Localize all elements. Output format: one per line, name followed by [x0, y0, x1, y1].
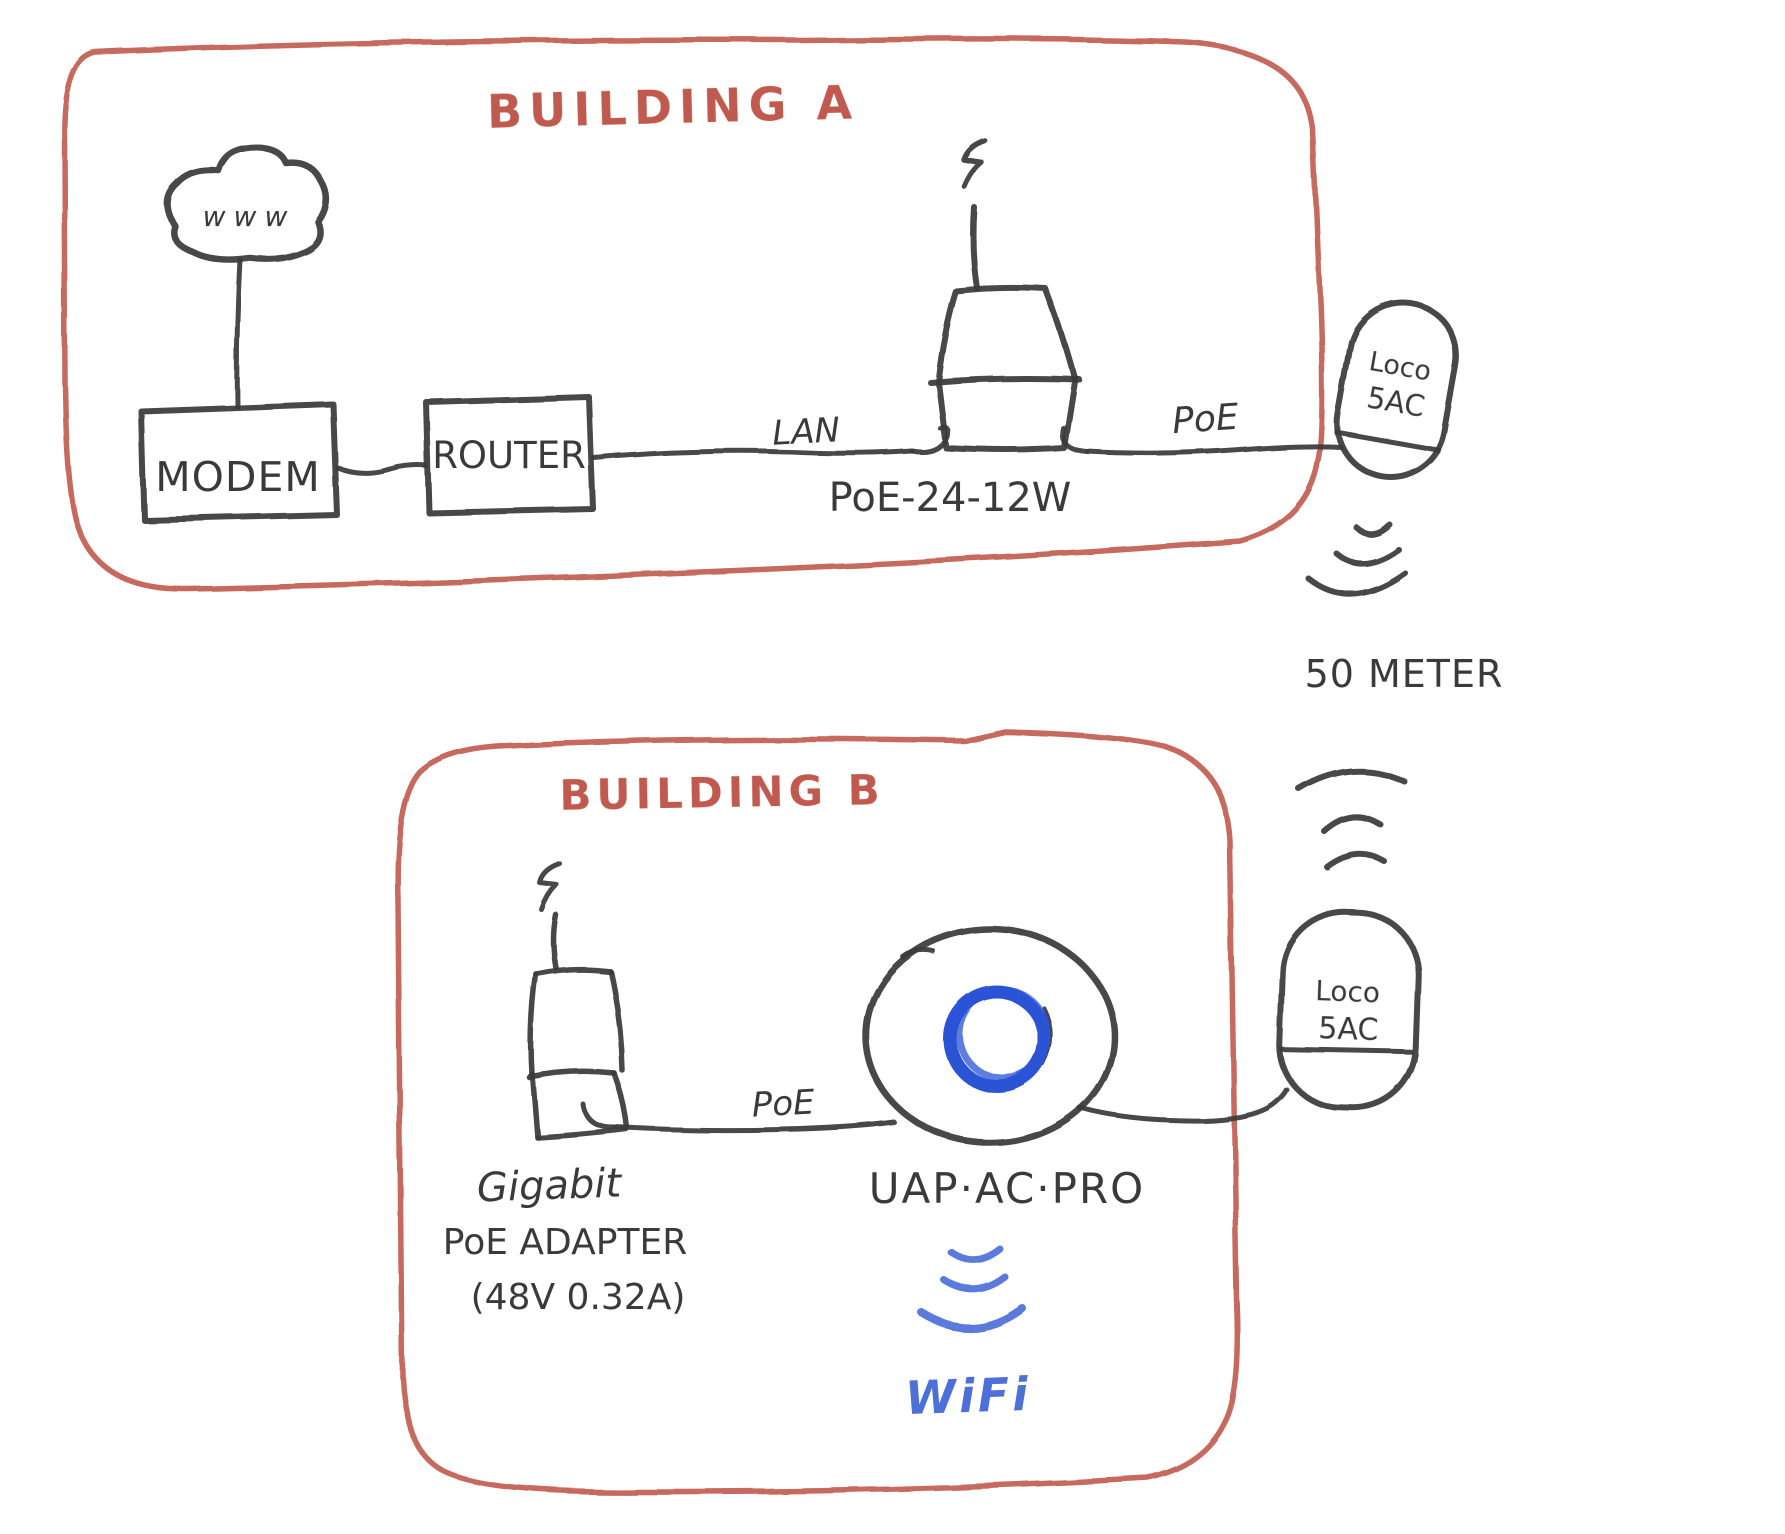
adapter-right [607, 968, 625, 1073]
adapter-seam [526, 1068, 617, 1080]
station-a-body [1334, 299, 1460, 481]
uap-ac-pro-icon [862, 925, 1118, 1147]
wifi-arc [940, 1273, 1009, 1293]
distance-label: 50 METER [1305, 652, 1504, 696]
station-b-label-line2: 5AC [1318, 1011, 1379, 1048]
poe-adapter-label-line1: Gigabit [476, 1160, 623, 1211]
station-a-labels: Loco 5AC [1364, 346, 1433, 424]
adapter-bottom [534, 1126, 629, 1140]
wireless-signal-b-icon [1296, 767, 1407, 870]
loco-5ac-station-b [1276, 908, 1422, 1112]
poe-adapter-label-line3: (48V 0.32A) [471, 1277, 686, 1318]
modem-label: MODEM [155, 453, 321, 501]
station-b-divider [1279, 1047, 1415, 1055]
router-box [423, 394, 596, 516]
adapter-top [533, 966, 613, 977]
power-bolt-icon [537, 861, 563, 913]
wifi-label: WiFi [904, 1367, 1032, 1425]
gigabit-poe-adapter-icon [526, 861, 630, 1140]
station-b-labels: Loco 5AC [1315, 974, 1381, 1048]
wifi-signal-icon [917, 1245, 1026, 1332]
wire-uap-to-station-b [1077, 1087, 1290, 1124]
wire-cloud-to-modem [234, 257, 243, 409]
building-a-label: BUILDING A [486, 75, 859, 139]
adapter-right-lower [611, 1070, 630, 1131]
injector-body [935, 284, 1078, 453]
injector-seam [927, 375, 1082, 385]
access-point-label: UAP·AC·PRO [869, 1164, 1145, 1213]
internet-cloud-label: www [203, 200, 296, 233]
signal-arc [1306, 570, 1408, 598]
wire-poe-b [612, 1119, 897, 1133]
wire-poe-a-hook [1059, 425, 1091, 455]
router-label: ROUTER [432, 434, 586, 477]
wire-poe-a [1085, 443, 1344, 457]
station-b-body [1276, 908, 1422, 1112]
wire-modem-to-router [335, 463, 429, 476]
uap-pen-mark [900, 947, 936, 960]
signal-arc [1321, 813, 1384, 834]
poe-link-a-label: PoE [1171, 397, 1240, 443]
poe-adapter-label-line2: PoE ADAPTER [443, 1222, 687, 1263]
signal-arc [1296, 767, 1407, 792]
signal-arc [1333, 546, 1401, 567]
uap-body [862, 925, 1118, 1147]
adapter-left [528, 971, 539, 1077]
wire-lan [591, 448, 915, 461]
building-b-outline [394, 729, 1241, 1495]
injector-power-lead [970, 204, 980, 291]
uap-led-ring-second-pass [955, 986, 1051, 1082]
wireless-signal-a-icon [1306, 521, 1408, 598]
poe-injector-icon [927, 138, 1082, 453]
building-b-label: BUILDING B [559, 765, 885, 820]
power-bolt-icon [961, 138, 988, 190]
poe-link-b-label: PoE [751, 1082, 816, 1125]
lan-link-label: LAN [771, 410, 841, 453]
station-a-divider [1334, 429, 1442, 453]
adapter-wire-hook [580, 1101, 618, 1130]
internet-cloud-icon [164, 144, 330, 263]
loco-5ac-station-a [1334, 299, 1460, 481]
station-a-label-line2: 5AC [1364, 380, 1427, 424]
wifi-arc [947, 1245, 1004, 1264]
building-a-outline [61, 36, 1325, 592]
signal-arc [1353, 521, 1392, 537]
signal-arc [1324, 851, 1387, 870]
wifi-arc [917, 1304, 1026, 1332]
modem-box [138, 401, 340, 523]
adapter-power-lead [550, 912, 559, 971]
poe-injector-label: PoE-24-12W [829, 475, 1072, 521]
station-b-label-line1: Loco [1315, 974, 1381, 1009]
adapter-left-lower [529, 1071, 540, 1140]
